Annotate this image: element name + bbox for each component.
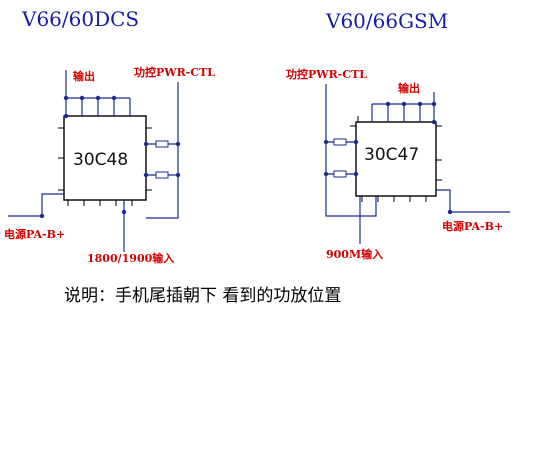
left-pwr-label: 功控PWR-CTL — [134, 65, 215, 79]
right-input-label: 900M输入 — [326, 247, 383, 261]
left-resistor-1 — [155, 140, 169, 148]
right-chip-label: 30C47 — [364, 145, 419, 165]
right-pwr-label: 功控PWR-CTL — [286, 67, 367, 81]
right-power-wiring — [436, 189, 510, 215]
left-output-wiring — [63, 70, 131, 119]
right-power-label: 电源PA-B+ — [442, 219, 503, 233]
left-input-wiring — [121, 200, 127, 252]
left-title: V66/60DCS — [21, 7, 139, 31]
left-pwr-ctl-wiring — [143, 82, 181, 219]
left-power-wiring — [8, 193, 64, 219]
right-chip-body — [355, 121, 437, 197]
right-pwr-ctl-wiring — [323, 84, 377, 217]
right-output-wiring — [371, 92, 437, 125]
left-chip-body — [63, 115, 147, 201]
right-schematic: V60/66GSM 30C47 输出 — [286, 9, 510, 261]
right-resistor-2 — [333, 170, 347, 178]
left-chip-label: 30C48 — [73, 150, 128, 170]
left-output-label: 输出 — [73, 69, 95, 83]
left-schematic: V66/60DCS 30C48 输出 — [4, 7, 215, 265]
right-output-label: 输出 — [398, 81, 420, 95]
right-resistor-1 — [333, 138, 347, 146]
caption: 说明：手机尾插朝下 看到的功放位置 — [64, 286, 341, 306]
left-input-label: 1800/1900输入 — [87, 251, 174, 265]
left-power-label: 电源PA-B+ — [4, 227, 65, 241]
left-resistor-2 — [155, 171, 169, 179]
right-title: V60/66GSM — [325, 9, 448, 33]
